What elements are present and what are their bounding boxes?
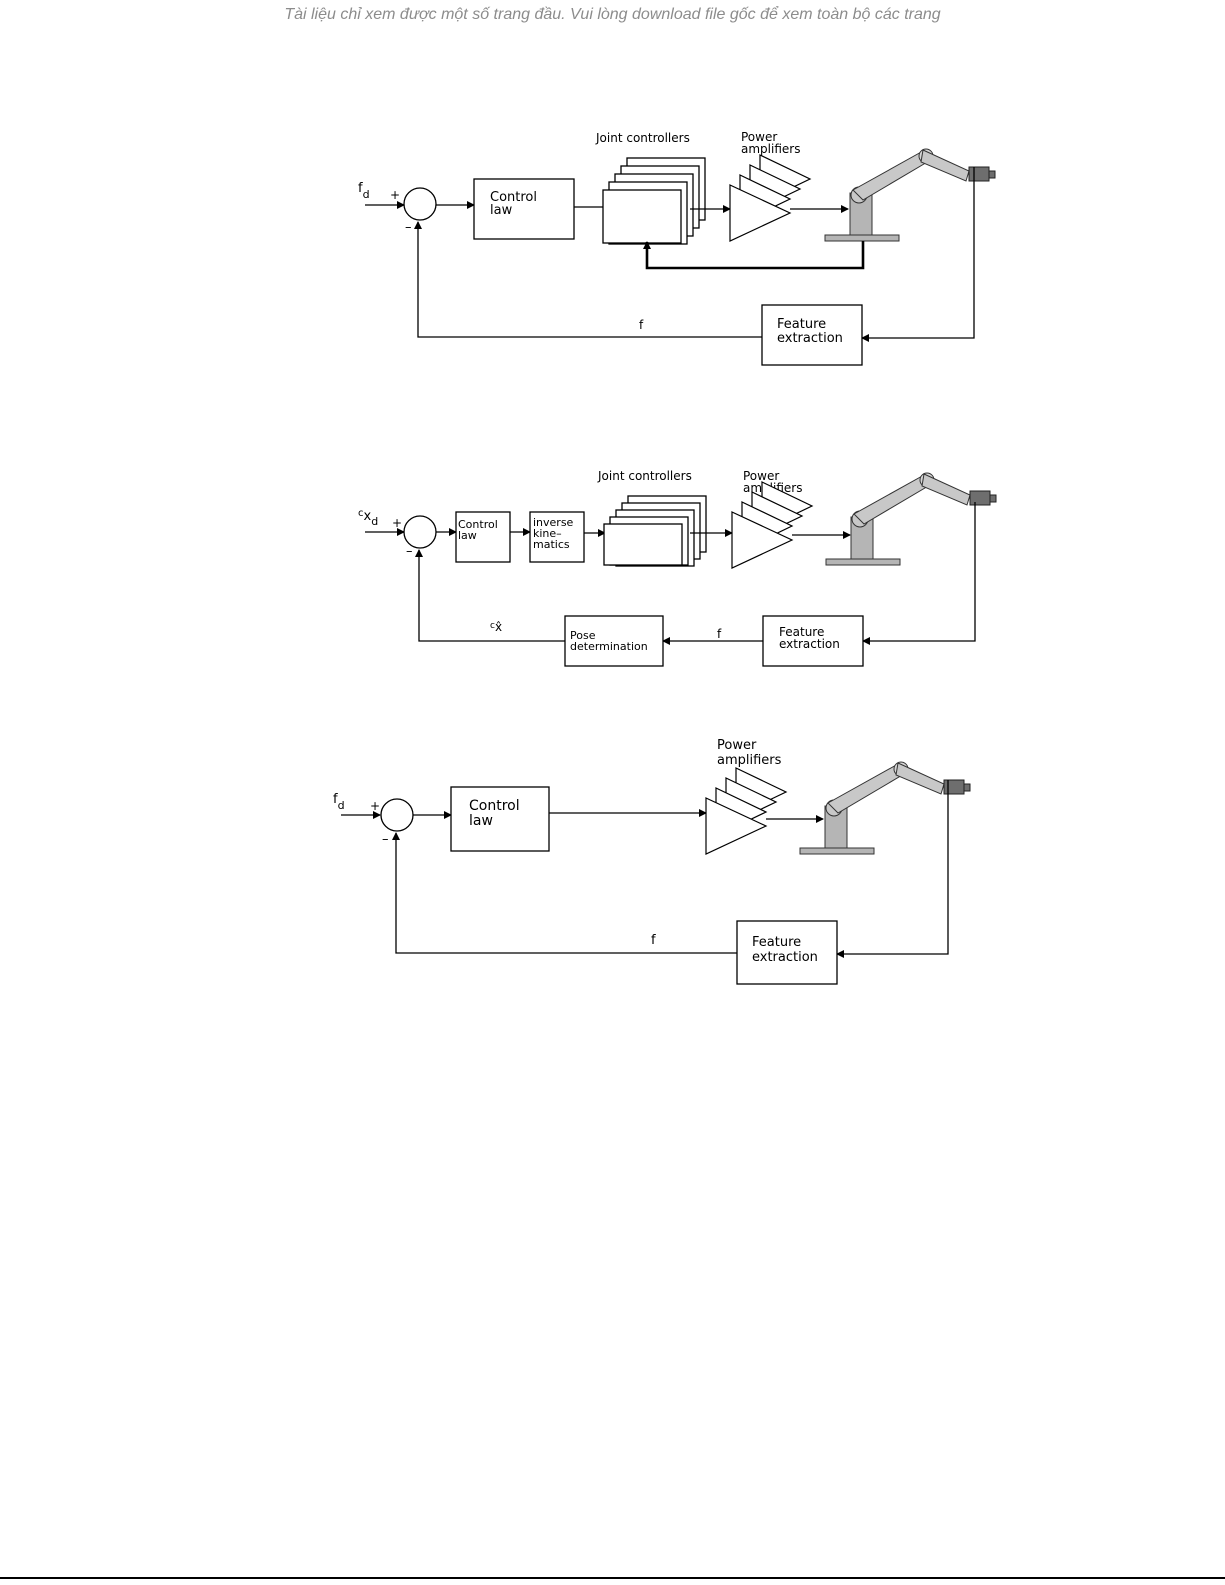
plus-sign: + [370, 799, 380, 813]
feedback-label: f [651, 933, 656, 948]
power-amplifiers-symbol [729, 154, 811, 242]
joint-controllers-stack [603, 495, 707, 567]
plus-sign: + [390, 188, 400, 202]
feature-extraction-block [761, 304, 863, 366]
plus-sign: + [392, 516, 402, 530]
joint-controllers-stack [602, 157, 706, 245]
control-law-block [450, 786, 550, 852]
input-label: cxd [358, 508, 378, 528]
control-law-block [473, 178, 575, 240]
input-label: fd [333, 792, 345, 812]
feature-extraction-block [736, 920, 838, 985]
pose-estimate-label: cx̂ [490, 620, 502, 634]
inverse-kinematics-block [529, 511, 585, 563]
preview-notice-banner: Tài liệu chỉ xem được một số trang đầu. … [284, 6, 941, 23]
minus-sign: – [406, 544, 413, 559]
joint-controllers-label: Joint controllers [595, 131, 690, 145]
feature-extraction-block [762, 615, 864, 667]
pose-determination-block [564, 615, 664, 667]
summing-junction [403, 515, 437, 549]
summing-junction [403, 187, 437, 221]
input-label: fd [358, 181, 370, 201]
control-law-block [455, 511, 511, 563]
summing-junction [380, 798, 414, 832]
robot-arm-with-camera [825, 472, 997, 566]
robot-arm-with-camera [824, 148, 996, 242]
page-bottom-rule [0, 1577, 1225, 1579]
minus-sign: – [405, 220, 412, 235]
power-amplifiers-symbol [705, 767, 787, 855]
feedback-label: f [639, 318, 644, 332]
feature-label: f [717, 627, 722, 641]
minus-sign: – [382, 832, 389, 847]
joint-controllers-label: Joint controllers [597, 469, 692, 483]
robot-arm-with-camera [799, 761, 971, 855]
